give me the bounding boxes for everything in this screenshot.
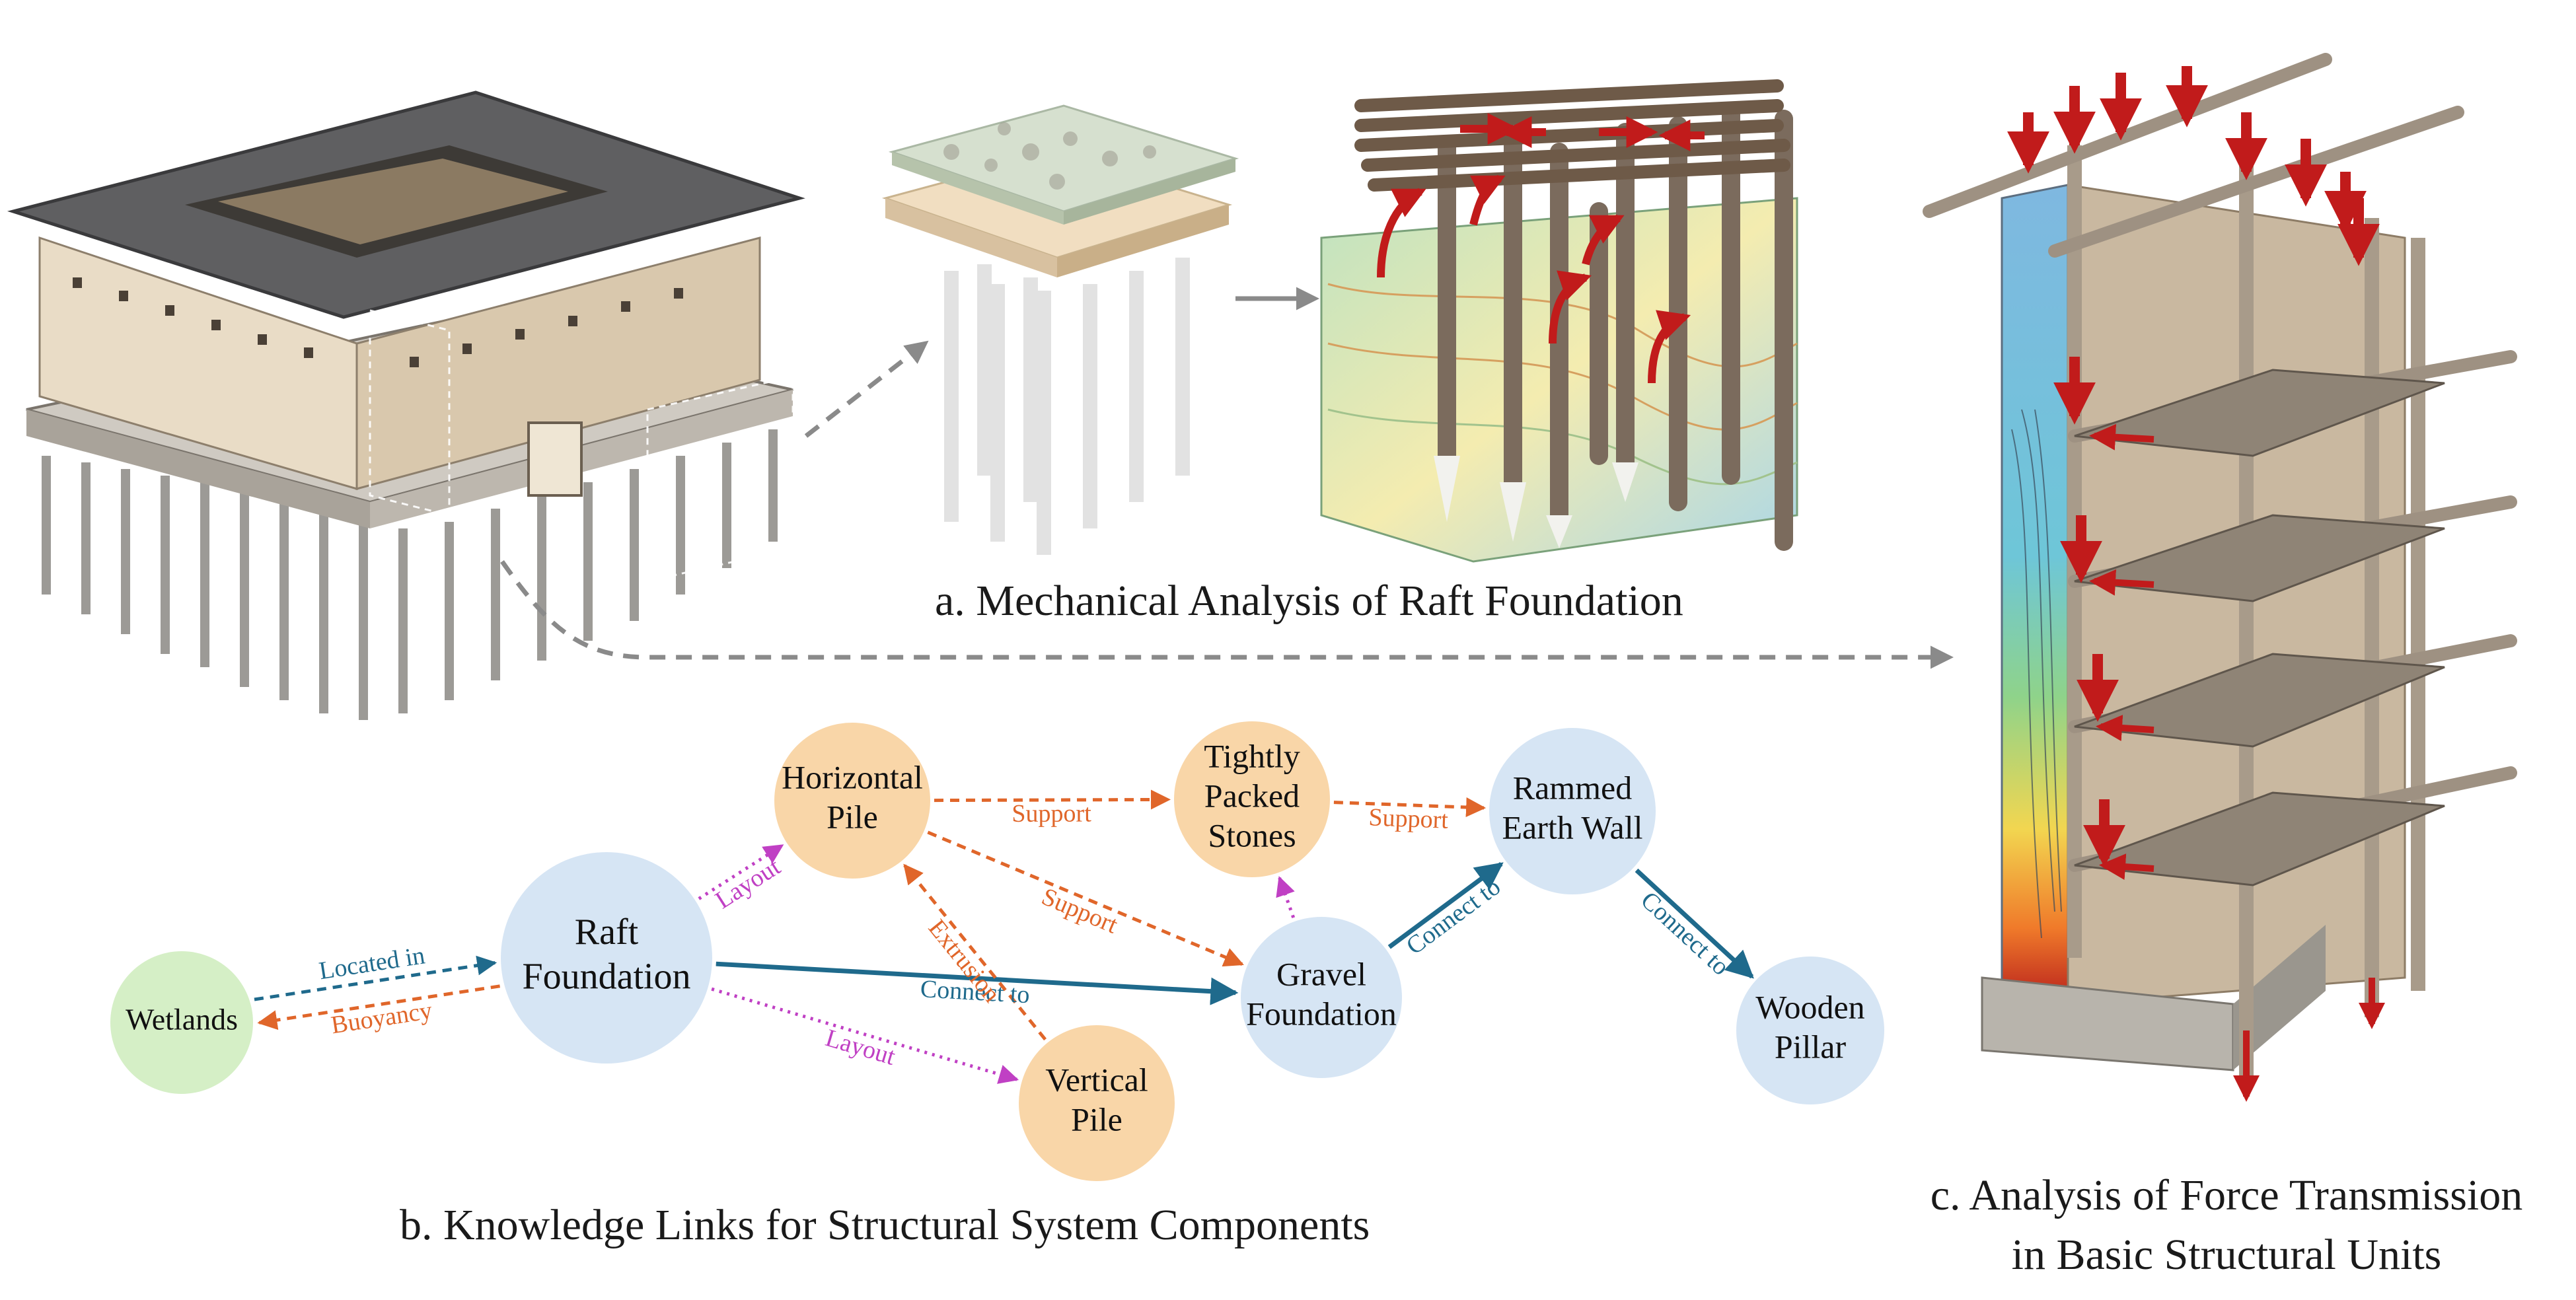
edge-gravel-to-wall — [1387, 862, 1504, 949]
edge-label-gravel-to-wall: Connect to — [1401, 873, 1506, 960]
edge-vpile-to-hpile — [903, 863, 1047, 1041]
edge-label-wetlands-to-raft: Located in — [317, 941, 427, 985]
node-label-stones: Tightly — [1204, 737, 1300, 774]
node-label-pillar: Pillar — [1775, 1028, 1847, 1065]
connector-to-structural-unit — [500, 560, 1954, 669]
node-label-gravel: Gravel — [1276, 955, 1366, 992]
node-circle-vpile — [1019, 1025, 1175, 1181]
edge-hpile-to-stones — [934, 789, 1171, 810]
node-label-hpile: Pile — [827, 798, 878, 835]
graph-edges — [254, 789, 1754, 1084]
node-wetlands: Wetlands — [110, 951, 253, 1094]
node-circle-stones — [1174, 721, 1330, 877]
window-grid — [73, 277, 683, 367]
node-label-wall: Rammed — [1513, 769, 1633, 806]
node-label-stones: Packed — [1204, 777, 1300, 814]
caption-b: b. Knowledge Links for Structural System… — [400, 1201, 1370, 1249]
edge-label-hpile-to-stones: Support — [1012, 800, 1091, 828]
caption-a: a. Mechanical Analysis of Raft Foundatio… — [935, 577, 1683, 625]
pile-soil-block — [1320, 79, 1798, 563]
node-circle-pillar — [1736, 957, 1884, 1104]
node-circle-wetlands — [110, 951, 253, 1094]
caption-c-line1: c. Analysis of Force Transmission — [1930, 1171, 2523, 1219]
edge-raft-to-vpile — [711, 987, 1019, 1084]
raft-layer-exploded — [881, 104, 1239, 555]
node-label-raft: Raft — [575, 912, 639, 953]
edge-label-raft-to-gravel: Connect to — [920, 975, 1031, 1009]
node-label-wall: Earth Wall — [1502, 809, 1642, 846]
edge-wetlands-to-raft — [254, 955, 497, 1001]
node-circle-raft — [501, 852, 712, 1064]
node-label-pillar: Wooden — [1755, 988, 1864, 1025]
node-label-raft: Foundation — [522, 956, 690, 997]
node-circle-gravel — [1241, 917, 1402, 1078]
section-highlight — [369, 309, 794, 583]
edge-label-raft-to-hpile: Layout — [710, 853, 786, 915]
edge-gravel-to-stones — [1276, 876, 1296, 919]
edge-stones-to-wall — [1333, 797, 1487, 818]
edge-raft-to-gravel — [716, 961, 1239, 1005]
node-label-hpile: Horizontal — [782, 758, 923, 795]
node-label-vpile: Pile — [1071, 1101, 1122, 1138]
node-label-vpile: Vertical — [1045, 1061, 1148, 1098]
node-label-gravel: Foundation — [1246, 995, 1397, 1032]
pile-forest — [42, 429, 778, 720]
edge-raft-to-wetlands — [257, 984, 500, 1030]
node-circle-hpile — [774, 723, 930, 879]
edge-raft-to-hpile — [698, 844, 784, 900]
gate-icon — [527, 421, 583, 497]
edge-wall-to-pillar — [1635, 868, 1754, 979]
edge-label-wall-to-pillar: Connect to — [1635, 886, 1734, 981]
node-label-stones: Stones — [1208, 816, 1296, 853]
caption-c-line2: in Basic Structural Units — [2011, 1231, 2442, 1279]
edge-label-stones-to-wall: Support — [1368, 803, 1449, 834]
earthen-building-illustration — [7, 90, 805, 720]
graph-nodes: WetlandsRaftFoundationHorizontalPileVert… — [110, 721, 1884, 1181]
edge-label-raft-to-vpile: Layout — [823, 1024, 899, 1071]
node-circle-wall — [1489, 728, 1656, 894]
node-label-wetlands: Wetlands — [126, 1003, 238, 1036]
load-arrows — [2007, 66, 2380, 867]
structural-unit-illustration — [1923, 53, 2517, 1102]
edge-label-hpile-to-gravel: Support — [1038, 883, 1122, 939]
